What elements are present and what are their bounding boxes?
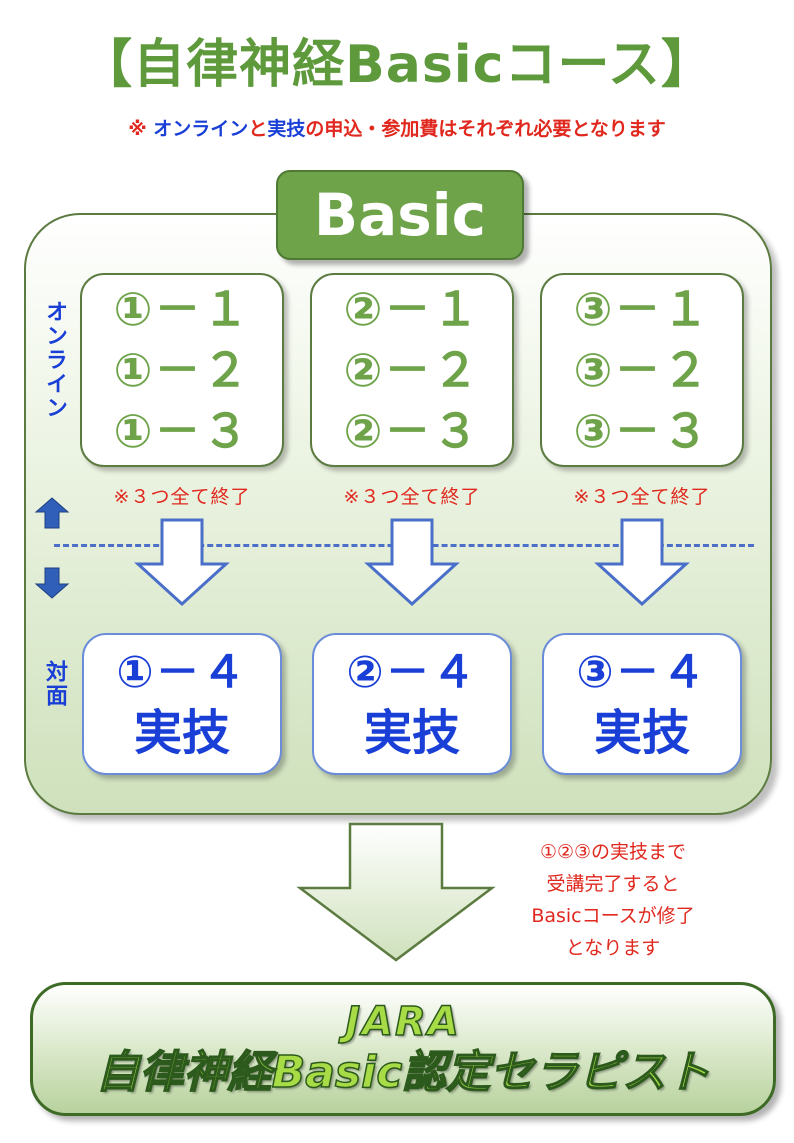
notice-prefix: ※ [128, 118, 154, 140]
down-arrow-icon [34, 567, 70, 599]
practical-step: ①－４ [116, 647, 248, 698]
completion-note-line: ①②③の実技まで [539, 841, 687, 863]
notice-and: と [248, 118, 268, 140]
online-step: ①－１ [113, 282, 251, 337]
practical-kind: 実技 [593, 705, 690, 761]
practical-module-1: ①－４ 実技 [82, 633, 282, 775]
completion-requirement-note: ※３つ全て終了 [573, 486, 711, 508]
online-step: ②－２ [343, 342, 481, 397]
fee-notice: ※ オンラインと実技の申込・参加費はそれぞれ必要となります [0, 114, 794, 141]
online-step: ①－３ [113, 403, 251, 458]
practical-module-3: ③－４ 実技 [542, 633, 742, 775]
in-person-side-label: 対面 [42, 660, 67, 708]
practical-step: ②－４ [346, 647, 478, 698]
practical-module-2: ②－４ 実技 [312, 633, 512, 775]
certification-box: JARA 自律神経Basic認定セラピスト [30, 982, 776, 1116]
basic-tab-label: Basic [313, 181, 487, 249]
online-module-1: ①－１ ①－２ ①－３ [80, 273, 284, 467]
online-module-3: ③－１ ③－２ ③－３ [540, 273, 744, 467]
completion-note-line: Basicコースが修了 [531, 905, 695, 927]
certification-title: 自律神経Basic認定セラピスト [95, 1046, 711, 1099]
practical-step: ③－４ [576, 647, 708, 698]
course-completion-note: ①②③の実技まで 受講完了すると Basicコースが修了 となります [490, 836, 736, 964]
completion-note-line: 受講完了すると [546, 873, 680, 895]
notice-rest: の申込・参加費はそれぞれ必要となります [305, 118, 666, 140]
completion-note-line: となります [565, 937, 661, 959]
big-down-arrow-icon [296, 822, 496, 962]
completion-requirement-note: ※３つ全て終了 [113, 486, 251, 508]
online-step: ③－２ [573, 342, 711, 397]
down-block-arrow-icon [594, 518, 690, 606]
basic-tab: Basic [276, 170, 524, 260]
online-step: ②－３ [343, 403, 481, 458]
notice-online: オンライン [153, 118, 249, 140]
down-block-arrow-icon [364, 518, 460, 606]
online-step: ②－１ [343, 282, 481, 337]
online-step: ③－３ [573, 403, 711, 458]
down-block-arrow-icon [134, 518, 230, 606]
practical-kind: 実技 [363, 705, 460, 761]
completion-requirement-note: ※３つ全て終了 [343, 486, 481, 508]
online-side-label: オンライン [42, 300, 67, 420]
certification-org: JARA [344, 998, 461, 1046]
online-step: ③－１ [573, 282, 711, 337]
up-arrow-icon [34, 497, 70, 529]
page-title: 【自律神経Basicコース】 [80, 35, 714, 95]
online-step: ①－２ [113, 342, 251, 397]
notice-practical: 実技 [267, 118, 306, 140]
practical-kind: 実技 [133, 705, 230, 761]
online-module-2: ②－１ ②－２ ②－３ [310, 273, 514, 467]
